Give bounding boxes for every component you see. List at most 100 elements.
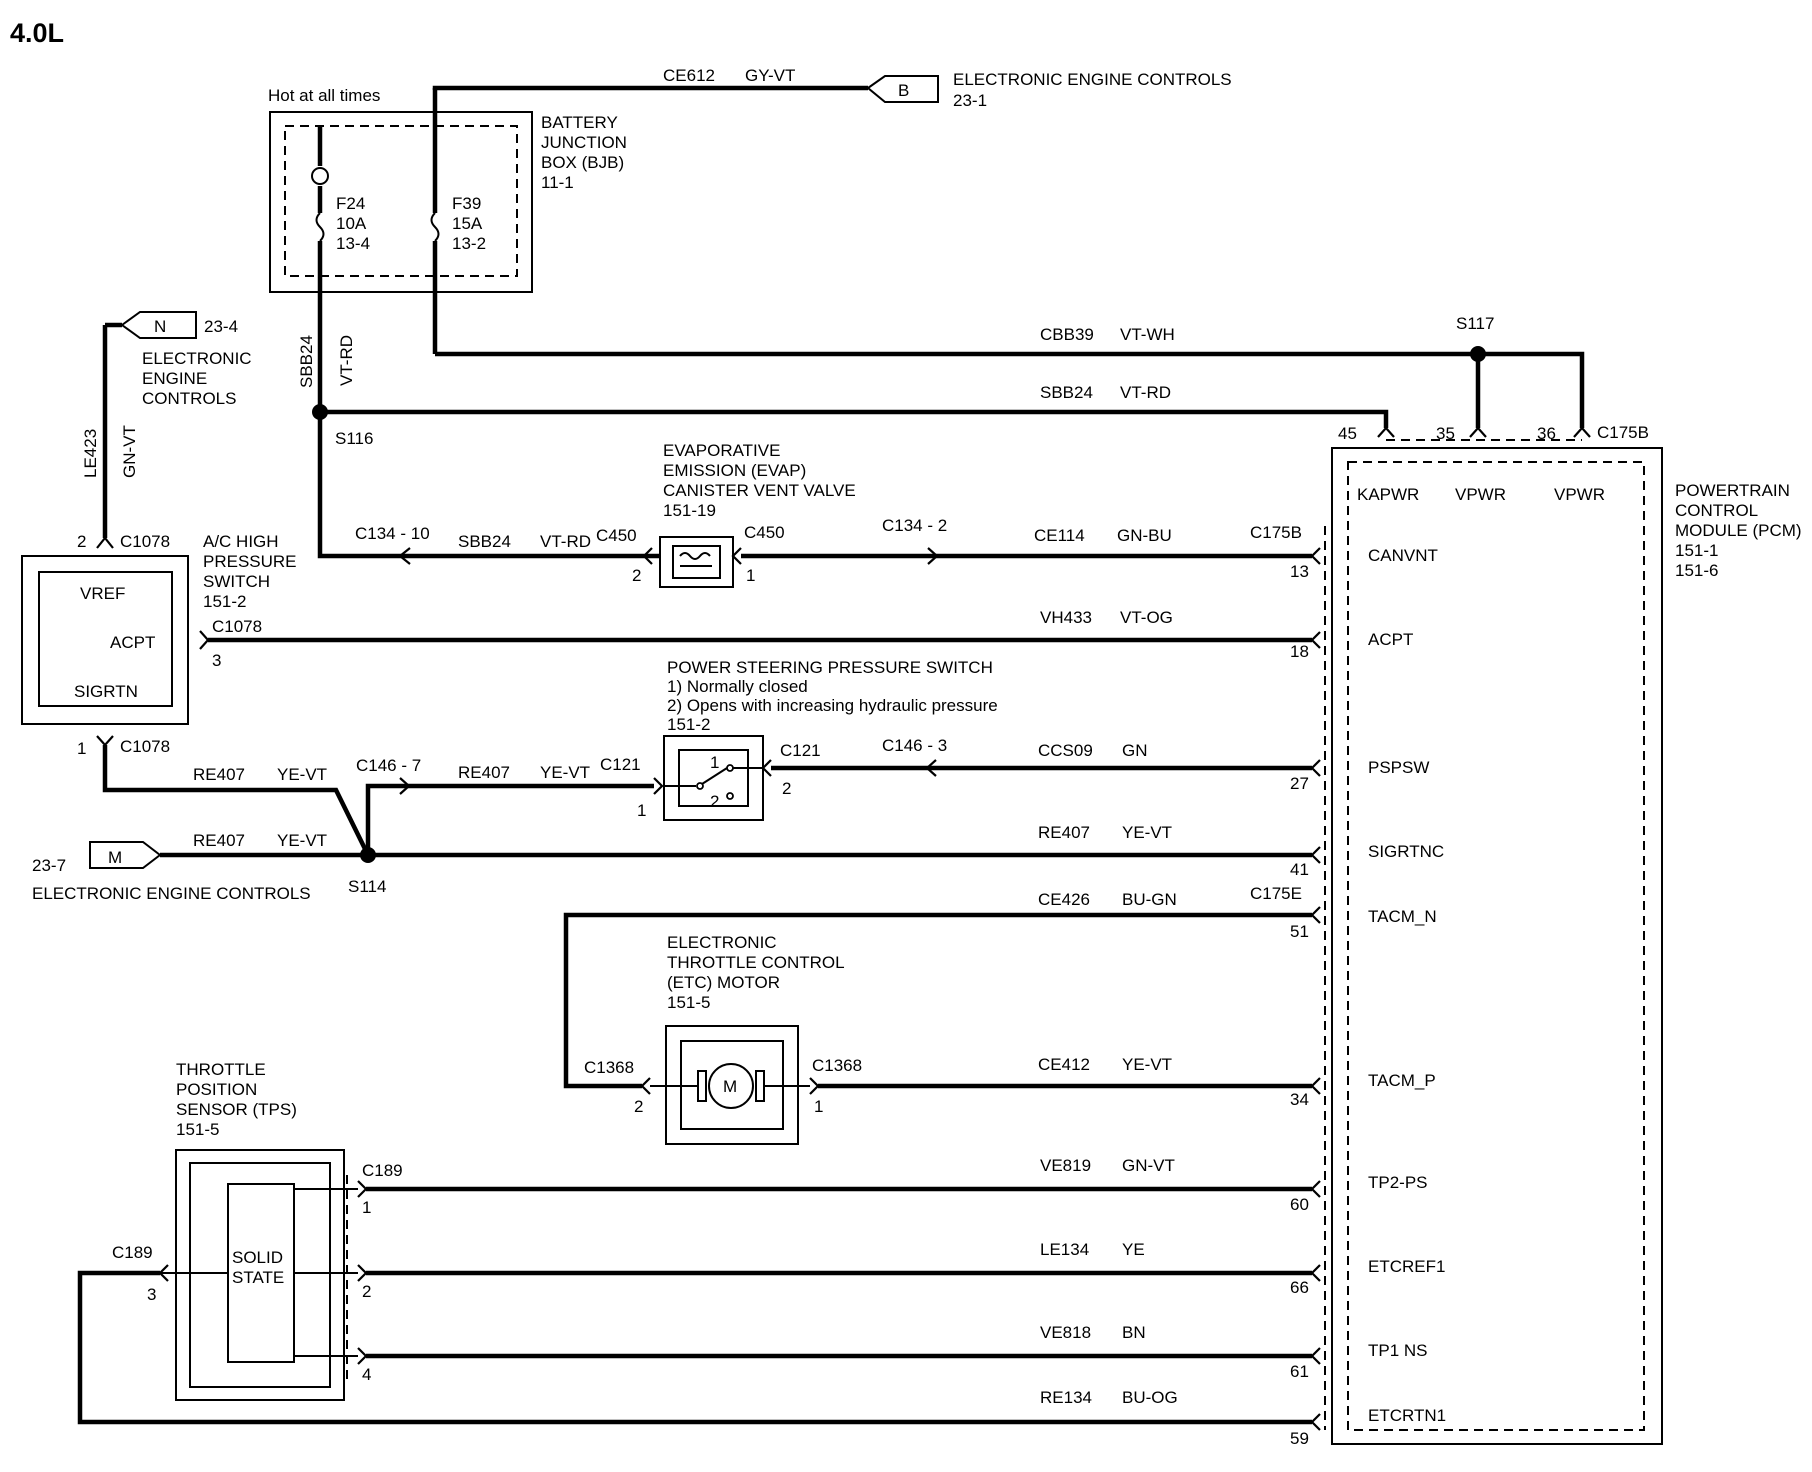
connector-n-letter: N (154, 317, 166, 336)
wire-sbb24-top: SBB24 VT-RD (320, 383, 1389, 428)
ps-switch-contact-2: 2 (710, 792, 719, 811)
ac-switch-pin-acpt: 3 (212, 651, 221, 670)
ac-switch-conn-top: C1078 (120, 532, 170, 551)
tps-pin-4: 4 (362, 1365, 371, 1384)
wire-re134-color: BU-OG (1122, 1388, 1178, 1407)
bjb-name-4: 11-1 (541, 173, 574, 192)
wire-re134-circuit: RE134 (1040, 1388, 1092, 1407)
wire-ce612-color: GY-VT (745, 66, 795, 85)
ac-switch-name-3: SWITCH (203, 572, 270, 591)
ac-switch-outer (21, 555, 189, 725)
ps-switch-conn-right: C121 (780, 741, 821, 760)
wire-cbb39: CBB39 VT-WH (435, 325, 1585, 428)
bjb-name-1: BATTERY (541, 113, 618, 132)
connector-n-desc-1: ELECTRONIC (142, 349, 252, 368)
wire-re407-a-circuit: RE407 (193, 765, 245, 784)
inline-c134-10: C134 - 10 (355, 524, 430, 543)
pcm-pin-label: TACM_P (1368, 1071, 1436, 1090)
wire-sbb24-top-circuit: SBB24 (1040, 383, 1093, 402)
ac-switch-vref: VREF (80, 584, 125, 603)
wire-ve818-color: BN (1122, 1323, 1146, 1342)
tps-pin-2: 2 (362, 1282, 371, 1301)
tps-inner-2: STATE (232, 1268, 284, 1287)
wire-re407-a-color: YE-VT (277, 765, 327, 784)
wire-vh433-circuit: VH433 (1040, 608, 1092, 627)
ac-switch-name-4: 151-2 (203, 592, 246, 611)
tps-name-1: THROTTLE (176, 1060, 266, 1079)
powertrain-control-module: POWERTRAIN CONTROL MODULE (PCM) 151-1 15… (1250, 423, 1802, 1448)
throttle-position-sensor: THROTTLE POSITION SENSOR (TPS) 151-5 SOL… (112, 1060, 403, 1401)
inline-c146-7: C146 - 7 (356, 756, 421, 775)
evap-outer (659, 536, 734, 588)
bjb-name-2: JUNCTION (541, 133, 627, 152)
wire-sbb24-vertical: SBB24 VT-RD (297, 335, 356, 388)
pcm-pin-label: TACM_N (1368, 907, 1437, 926)
wire-ce114-circuit: CE114 (1034, 526, 1085, 545)
wire-re407-c-color: YE-VT (277, 831, 327, 850)
tps-name-2: POSITION (176, 1080, 257, 1099)
fuse-f24-ref: 13-4 (336, 234, 370, 253)
wire-ce612-circuit: CE612 (663, 66, 715, 85)
tps-pin-1: 1 (362, 1198, 371, 1217)
tps-inner-1: SOLID (232, 1248, 283, 1267)
tps-middle (189, 1162, 331, 1388)
ps-switch-inner (678, 749, 749, 807)
pcm-pin-number: 34 (1290, 1090, 1309, 1109)
wire-le423-circuit: LE423 (81, 429, 100, 478)
wire-ccs09: C146 - 3 CCS09 GN (771, 736, 1312, 777)
pcm-pin-label: ETCRTN1 (1368, 1406, 1446, 1425)
pcm-pin-36: 36 (1537, 424, 1556, 443)
pcm-pin-row: 18 ACPT (1290, 630, 1413, 661)
fuse-f24: F24 10A 13-4 (311, 125, 370, 410)
wire-ce412-circuit: CE412 (1038, 1055, 1090, 1074)
pcm-pin-row: 13 CANVNT (1290, 546, 1438, 581)
wire-ce426-circuit: CE426 (1038, 890, 1090, 909)
bjb-inner-dashed (284, 125, 518, 277)
ac-switch-name-1: A/C HIGH (203, 532, 279, 551)
engine-title: 4.0L (10, 18, 64, 48)
wire-le134-color: YE (1122, 1240, 1145, 1259)
etc-pin-left: 2 (634, 1097, 643, 1116)
power-steering-pressure-switch: POWER STEERING PRESSURE SWITCH 1) Normal… (600, 658, 998, 821)
tps-name-3: SENSOR (TPS) (176, 1100, 297, 1119)
ps-switch-note-2: 2) Opens with increasing hydraulic press… (667, 696, 998, 715)
fuse-f39-rating: 15A (452, 214, 483, 233)
wire-cbb39-color: VT-WH (1120, 325, 1175, 344)
pcm-pin-number: 27 (1290, 774, 1309, 793)
pcm-pin-row: 41 SIGRTNC (1290, 842, 1444, 879)
ac-switch-inner (38, 571, 173, 707)
connector-n-ref: 23-4 (204, 317, 238, 336)
pcm-pin-label: PSPSW (1368, 758, 1429, 777)
splice-s117: S117 (1456, 314, 1494, 428)
tps-conn-right: C189 (362, 1161, 403, 1180)
splice-s117-label: S117 (1456, 314, 1494, 333)
wire-ce114: C134 - 2 CE114 GN-BU (741, 516, 1312, 565)
wire-ccs09-color: GN (1122, 741, 1148, 760)
pcm-pin-row: 59 ETCRTN1 (1290, 1406, 1446, 1448)
evap-name-4: 151-19 (663, 501, 716, 520)
pcm-pin-row: 51 TACM_N (1290, 906, 1437, 941)
ac-switch-acpt: ACPT (110, 633, 155, 652)
pcm-pin-row: 34 TACM_P (1290, 1071, 1436, 1109)
splice-s116-label: S116 (335, 429, 373, 448)
fuse-f24-id: F24 (336, 194, 365, 213)
wire-ve818: VE818 BN (366, 1323, 1312, 1359)
pcm-label-vpwr-1: VPWR (1455, 485, 1506, 504)
pcm-pin-number: 59 (1290, 1429, 1309, 1448)
evap-conn-right: C450 (744, 523, 785, 542)
wire-ce612: CE612 GY-VT (432, 66, 868, 91)
pcm-name-5: 151-6 (1675, 561, 1718, 580)
connector-m-desc: ELECTRONIC ENGINE CONTROLS (32, 884, 311, 903)
etc-name-3: (ETC) MOTOR (667, 973, 780, 992)
pcm-conn-tacm: C175E (1250, 884, 1302, 903)
connector-m-ref: 23-7 (32, 856, 66, 875)
etc-name-1: ELECTRONIC (667, 933, 777, 952)
wire-ce412-color: YE-VT (1122, 1055, 1172, 1074)
wire-le423-color: GN-VT (120, 425, 139, 478)
pcm-pin-label: CANVNT (1368, 546, 1438, 565)
wire-sbb24-top-color: VT-RD (1120, 383, 1171, 402)
wire-re407-b-circuit: RE407 (458, 763, 510, 782)
etc-conn-left: C1368 (584, 1058, 634, 1077)
inline-c146-3: C146 - 3 (882, 736, 947, 755)
